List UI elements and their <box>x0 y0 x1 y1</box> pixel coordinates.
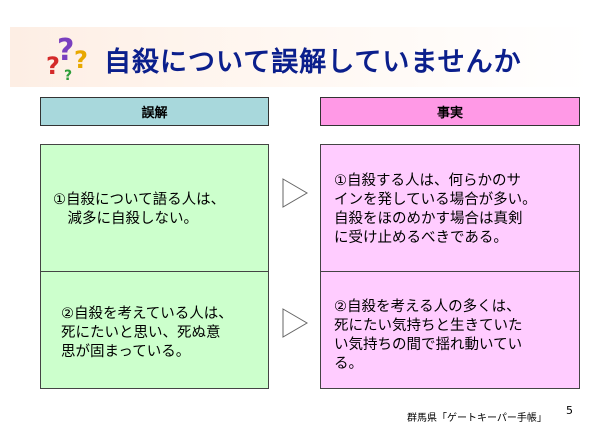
fact-1: ①自殺する人は、何らかのサ インを発している場合が多い。 自殺をほのめかす場合は… <box>334 173 537 246</box>
panel-divider <box>321 271 579 272</box>
svg-text:?: ? <box>57 33 74 68</box>
question-marks-icon: ? ? ? ? <box>46 33 88 84</box>
svg-text:?: ? <box>64 68 72 84</box>
svg-text:?: ? <box>46 52 60 80</box>
misconception-1: ①自殺について語る人は、 減多に自殺しない。 <box>53 192 226 227</box>
header-fact-label: 事実 <box>436 106 463 121</box>
header-misconception: 誤解 <box>40 97 269 126</box>
source-citation: 群馬県「ゲートキーパー手帳」 <box>407 413 547 424</box>
svg-text:?: ? <box>74 46 88 74</box>
misconception-2: ②自殺を考えている人は、 死にたいと思い、死ぬ意 思が固まっている。 <box>61 306 233 360</box>
page-title: 自殺について誤解していませんか <box>104 47 522 78</box>
header-misconception-label: 誤解 <box>141 106 168 121</box>
arrow-right-icon <box>282 308 308 338</box>
misconception-panel: ①自殺について語る人は、 減多に自殺しない。 ②自殺を考えている人は、 死にたい… <box>40 144 269 389</box>
panel-divider <box>41 271 268 272</box>
arrow-right-icon <box>282 178 308 208</box>
header-fact: 事実 <box>320 97 580 126</box>
fact-panel: ①自殺する人は、何らかのサ インを発している場合が多い。 自殺をほのめかす場合は… <box>320 144 580 389</box>
title-band <box>10 27 590 87</box>
fact-2: ②自殺を考える人の多くは、 死にたい気持ちと生きていた い気持ちの間で揺れ動いて… <box>334 299 523 372</box>
page-number: 5 <box>566 404 573 417</box>
